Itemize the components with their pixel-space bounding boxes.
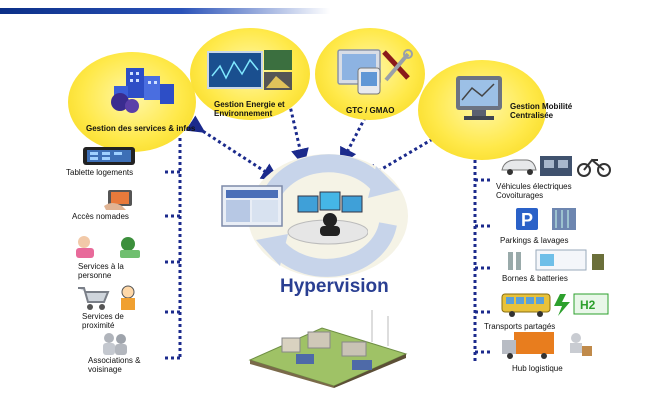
left-label-acces: Accès nomades (72, 212, 129, 221)
shopping-cart-icon (78, 285, 135, 310)
left-label-proximite: Services de proximité (82, 312, 124, 330)
right-label-hub: Hub logistique (512, 364, 563, 373)
buildings-icon (111, 68, 174, 113)
right-label-parkings: Parkings & lavages (500, 236, 569, 245)
link-energie (277, 86, 309, 167)
bubble-label-gtc: GTC / GMAO (346, 106, 395, 115)
shared-transport-icon: H2 (501, 293, 609, 317)
smartphone-hand-icon (104, 190, 132, 210)
tablet-icon (83, 147, 135, 165)
hub-label: Hypervision (280, 276, 389, 297)
svg-text:H2: H2 (580, 298, 596, 312)
bubble-label-mobilite: Gestion Mobilité Centralisée (510, 102, 573, 120)
neighbors-icon (103, 333, 127, 355)
personal-services-icon (76, 236, 140, 258)
right-label-transports: Transports partagés (484, 322, 556, 331)
tablet-tools-icon (337, 49, 413, 95)
title-bar (0, 8, 330, 14)
left-label-associations: Associations & voisinage (88, 356, 141, 374)
left-label-tablette: Tablette logements (66, 168, 134, 177)
link-services (185, 115, 280, 181)
svg-text:P: P (521, 210, 533, 230)
charging-station-icon (508, 249, 604, 271)
left-label-personne: Services à la personne (78, 262, 124, 280)
energy-graph-icon (207, 50, 292, 90)
gps-monitor-icon (456, 76, 502, 120)
right-label-vehicules: Véhicules électriques Covoiturages (496, 182, 572, 200)
control-screens-icon (221, 185, 368, 245)
bubble-label-services: Gestion des services & infos (86, 124, 196, 133)
vehicles-icon (501, 156, 611, 177)
parking-icon: P (516, 208, 576, 230)
right-label-bornes: Bornes & batteries (502, 274, 568, 283)
truck-icon (502, 332, 592, 359)
smart-city-illustration (248, 310, 408, 388)
bubble-label-energie: Gestion Energie et Environnement (214, 100, 285, 118)
